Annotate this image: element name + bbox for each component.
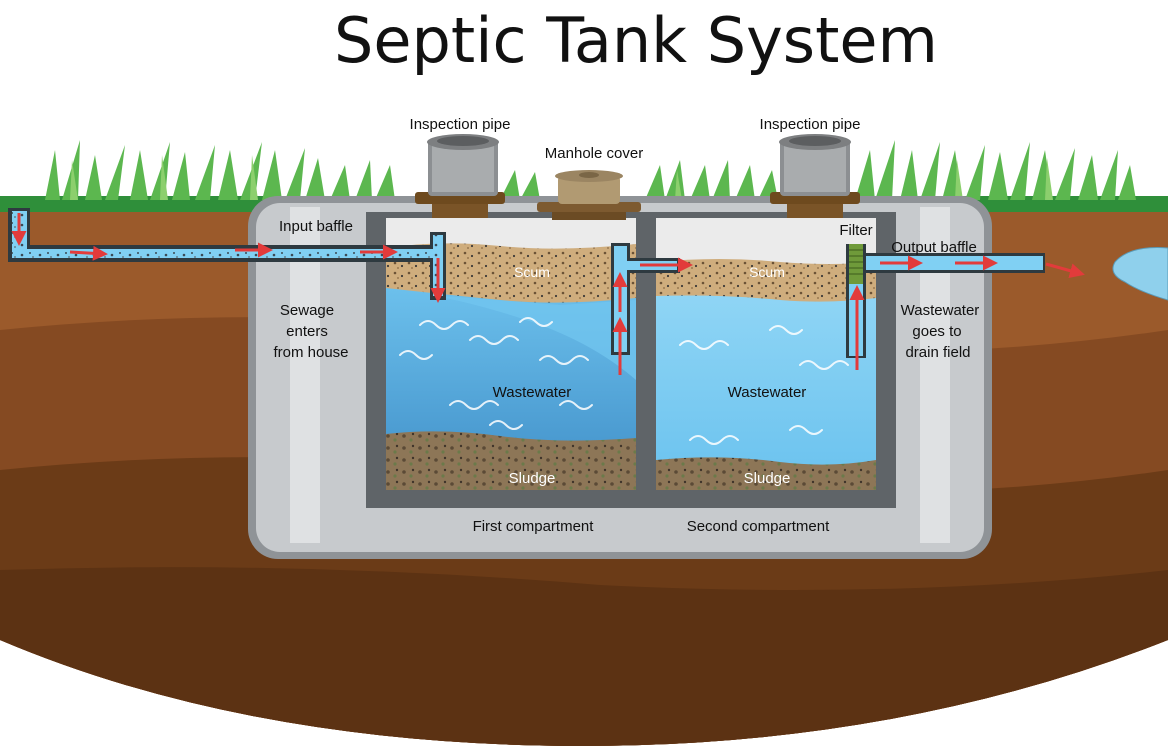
label-inspection-pipe-right: Inspection pipe: [760, 116, 861, 133]
label-first-compartment: First compartment: [473, 518, 595, 535]
label-wastewater-1: Wastewater: [493, 384, 572, 401]
inspection-pipe-left: [415, 134, 505, 218]
label-output-baffle: Output baffle: [891, 239, 977, 256]
label-sludge-1: Sludge: [509, 470, 556, 487]
compartment-2-contents: [656, 259, 876, 490]
label-sewage-line3: from house: [273, 344, 348, 361]
label-inspection-pipe-left: Inspection pipe: [410, 116, 511, 133]
labels: Inspection pipe Inspection pipe Manhole …: [273, 116, 979, 535]
label-scum-2: Scum: [749, 264, 785, 280]
label-filter: Filter: [839, 222, 872, 239]
label-wastewater-out-line2: goes to: [912, 323, 961, 340]
label-wastewater-out-line1: Wastewater: [901, 302, 980, 319]
drain-field-water: [1112, 247, 1168, 301]
outlet-pipe: [846, 244, 1085, 370]
label-second-compartment: Second compartment: [687, 518, 830, 535]
label-sludge-2: Sludge: [744, 470, 791, 487]
water-ripples: [399, 317, 849, 445]
label-sewage-line2: enters: [286, 323, 328, 340]
label-manhole-cover: Manhole cover: [545, 145, 643, 162]
transfer-pipe: [611, 243, 693, 375]
label-wastewater-2: Wastewater: [728, 384, 807, 401]
grass: [0, 140, 1168, 212]
inspection-pipe-right: [770, 134, 860, 218]
label-scum-1: Scum: [514, 264, 550, 280]
manhole-cover: [537, 170, 641, 220]
label-wastewater-out-line3: drain field: [905, 344, 970, 361]
compartment-1-contents: [386, 243, 636, 490]
inlet-pipe: [8, 208, 446, 303]
page-title: Septic Tank System: [334, 4, 938, 77]
label-sewage-line1: Sewage: [280, 302, 334, 319]
label-input-baffle: Input baffle: [279, 218, 353, 235]
